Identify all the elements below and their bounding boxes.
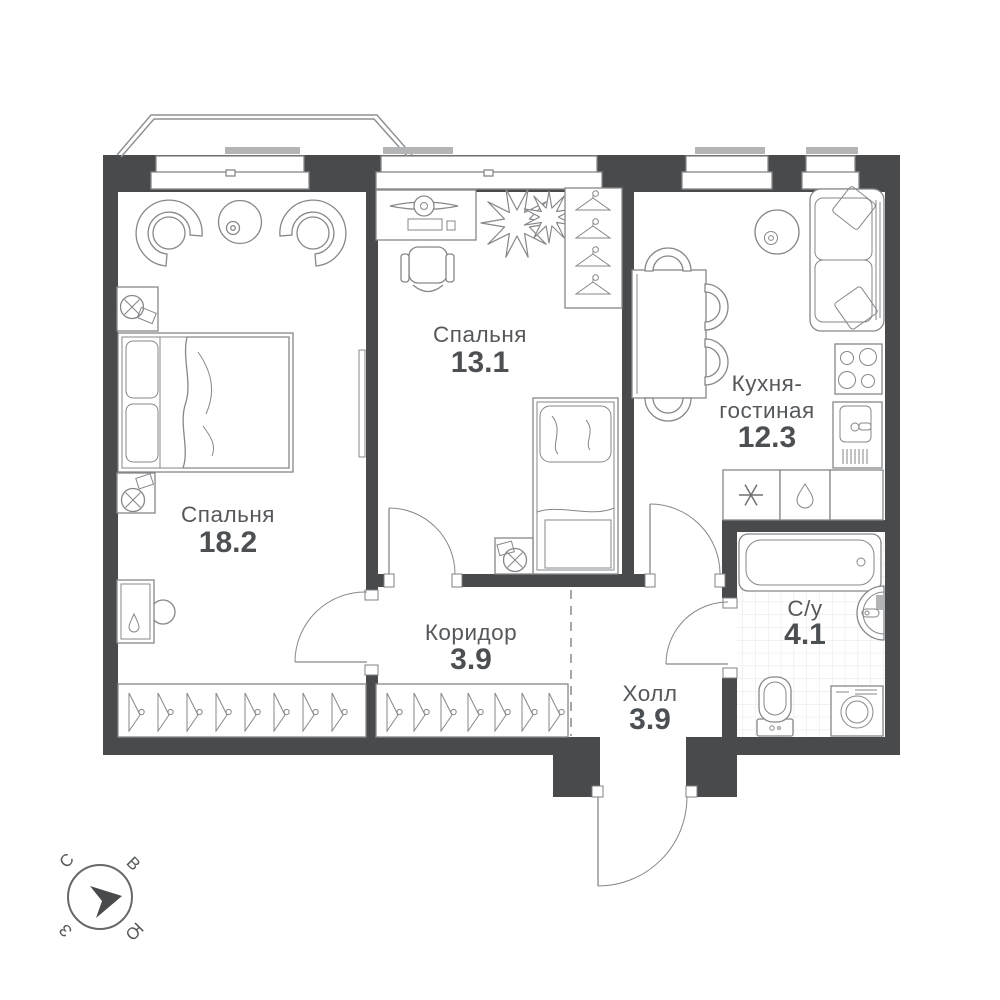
bedroom-second-area: 13.1 [451,346,509,379]
compass: С В З Ю [55,850,147,945]
kitchen-sink-icon [832,401,883,469]
chair-icon [644,247,692,272]
chair-icon [704,338,729,386]
compass-north: С [56,850,78,872]
washing-machine-icon [830,685,884,737]
chair-icon [704,283,729,331]
chair-icon [644,397,692,422]
bedroom-second-furniture [375,184,623,575]
bathroom-fixtures [737,532,885,737]
door-kitchen [644,503,726,588]
corridor-area: 3.9 [450,643,492,676]
pendant-lamp-icon [754,209,800,255]
compass-west: З [55,920,76,941]
office-chair-icon [400,246,455,293]
hall-label: Холл [622,681,677,706]
nightstand-icon [494,537,534,575]
window-kitchen-right [801,147,860,190]
sofa-icon [809,186,885,332]
desk-icon [375,189,477,241]
nightstand-icon [116,472,156,514]
kitchen-label-line1: Кухня- [732,371,803,396]
door-bathroom [665,597,738,679]
double-bed-icon [117,332,294,473]
kitchen-living-furniture [631,186,885,521]
kitchen-area: 12.3 [738,421,796,454]
compass-east: В [123,853,144,874]
door-bedroom-second [383,507,463,588]
dining-table-icon [631,269,707,399]
cooktop-icon [834,343,883,395]
window-kitchen-left [681,147,773,190]
bedroom-main-area: 18.2 [199,526,257,559]
hall-area: 3.9 [629,703,671,736]
mirror-icon [358,349,366,458]
bedroom-second-label: Спальня [433,322,527,347]
washbasin-icon [856,585,885,641]
water-appliance-icon [779,469,831,521]
entrance-door [591,785,698,887]
toilet-icon [756,676,794,737]
corridor-wardrobe-hangers [375,683,569,738]
kitchen-label-line2: гостиная [719,398,814,423]
corridor-label: Коридор [425,620,517,645]
nightstand-icon [116,286,159,332]
doors [294,503,738,887]
bathroom-area: 4.1 [784,618,826,651]
bedroom-main-furniture [116,199,367,738]
single-bed-icon [532,397,619,575]
wardrobe-hangers [564,187,623,309]
bedroom-main-label: Спальня [181,502,275,527]
door-bedroom-main [294,589,379,676]
bathroom-label: С/у [787,596,823,621]
fridge-icon [722,469,781,521]
compass-circle [67,864,133,930]
compass-north-arrow-icon [90,886,122,918]
armchair-icon [135,199,203,267]
compass-south: Ю [122,919,148,945]
wardrobe-hangers [117,683,367,738]
balcony [116,114,413,158]
armchair-icon [279,199,347,267]
window-bedroom-second [375,147,603,190]
bathtub-icon [738,533,882,592]
dressing-table-icon [116,579,176,644]
room-labels: Спальня 18.2 Спальня 13.1 Кухня- гостина… [181,322,826,736]
round-table-icon [217,199,263,245]
kitchen-cabinet [829,469,884,521]
window-bedroom-main [150,147,310,190]
windows [150,147,860,190]
